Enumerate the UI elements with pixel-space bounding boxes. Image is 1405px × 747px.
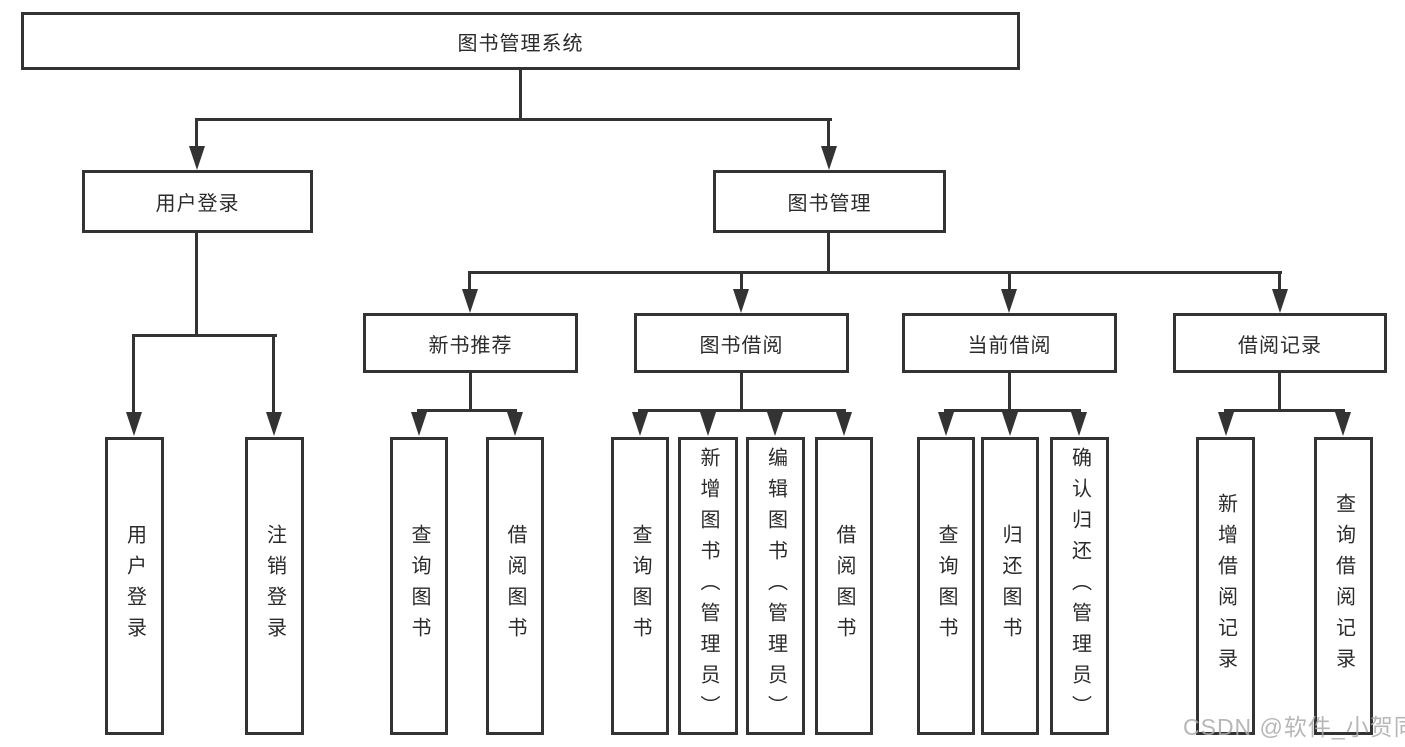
node-book-borrow: 图书借阅 (634, 313, 849, 373)
connector-to-current-borrow (1008, 273, 1011, 291)
leaf-query-books-borrow: 查询图书 (611, 437, 669, 735)
connector-user-login-down (195, 233, 198, 335)
arrow-down-icon (189, 146, 205, 170)
leaf-borrow-books-borrow: 借阅图书 (815, 437, 873, 735)
node-user-login: 用户登录 (82, 170, 313, 233)
arrow-down-icon (1001, 289, 1017, 313)
arrow-down-icon (1002, 412, 1018, 436)
csdn-watermark: CSDN @软件_小贺同学 (1183, 714, 1405, 740)
connector-new-books-bus (417, 409, 517, 412)
arrow-down-icon (411, 412, 427, 436)
leaf-add-book-admin: 新增图书（管理员） (678, 437, 738, 735)
connector-level1-bus (195, 118, 832, 121)
arrow-down-icon (836, 412, 852, 436)
node-current-borrow: 当前借阅 (902, 313, 1117, 373)
arrow-down-icon (462, 289, 478, 313)
leaf-edit-book-admin: 编辑图书（管理员） (746, 437, 805, 735)
arrow-down-icon (767, 412, 783, 436)
connector-book-borrow-bus (638, 409, 846, 412)
arrow-down-icon (266, 412, 282, 436)
arrow-down-icon (1272, 289, 1288, 313)
leaf-query-borrow-record: 查询借阅记录 (1314, 437, 1373, 735)
connector-book-borrow-down (740, 373, 743, 411)
connector-to-leaf-user-login (132, 336, 135, 412)
leaf-user-login: 用户登录 (105, 437, 164, 735)
connector-to-book-mgmt (827, 120, 830, 148)
connector-to-borrow-records (1278, 273, 1281, 291)
connector-to-leaf-logout (272, 336, 275, 412)
connector-new-books-down (469, 373, 472, 411)
connector-current-borrow-bus (944, 409, 1081, 412)
arrow-down-icon (938, 412, 954, 436)
node-new-books: 新书推荐 (363, 313, 578, 373)
connector-current-borrow-down (1008, 373, 1011, 411)
leaf-return-books: 归还图书 (981, 437, 1039, 735)
arrow-down-icon (821, 146, 837, 170)
arrow-down-icon (1071, 412, 1087, 436)
connector-borrow-records-bus (1224, 409, 1345, 412)
node-root: 图书管理系统 (21, 12, 1020, 70)
leaf-query-books-current: 查询图书 (917, 437, 975, 735)
leaf-logout: 注销登录 (245, 437, 304, 735)
leaf-confirm-return-admin: 确认归还（管理员） (1050, 437, 1109, 735)
connector-to-book-borrow (740, 273, 743, 291)
leaf-query-books-recommend: 查询图书 (390, 437, 448, 735)
leaf-borrow-books-recommend: 借阅图书 (486, 437, 544, 735)
connector-to-user-login (195, 120, 198, 148)
leaf-add-borrow-record: 新增借阅记录 (1196, 437, 1255, 735)
arrow-down-icon (632, 412, 648, 436)
connector-borrow-records-down (1278, 373, 1281, 411)
node-book-mgmt: 图书管理 (713, 170, 946, 233)
connector-user-login-bus (132, 334, 277, 337)
connector-root-down (519, 70, 522, 119)
node-borrow-records: 借阅记录 (1173, 313, 1387, 373)
arrow-down-icon (733, 289, 749, 313)
arrow-down-icon (126, 412, 142, 436)
connector-to-new-books (468, 273, 471, 291)
arrow-down-icon (1218, 412, 1234, 436)
arrow-down-icon (700, 412, 716, 436)
connector-book-mgmt-down (827, 233, 830, 273)
arrow-down-icon (507, 412, 523, 436)
arrow-down-icon (1335, 412, 1351, 436)
connector-level2-bus (468, 271, 1282, 274)
